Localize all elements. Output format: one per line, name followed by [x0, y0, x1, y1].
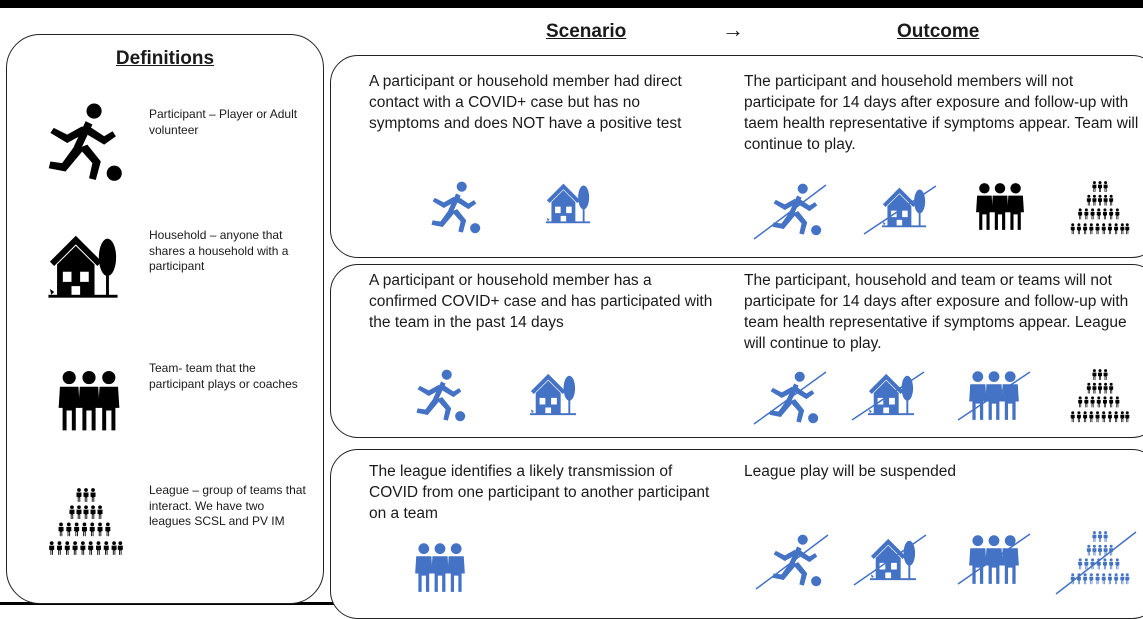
scenario-3-text: The league identifies a likely transmiss… [369, 463, 710, 522]
definition-team-text: Team- team that the participant plays or… [149, 361, 298, 391]
league-icon [1069, 369, 1131, 431]
participant-icon [426, 180, 484, 236]
strike-line [753, 371, 827, 425]
definitions-title: Definitions [115, 48, 215, 69]
team-icon [972, 180, 1028, 232]
arrow-icon: → [722, 17, 744, 42]
outcome-1-text: The participant and household members wi… [744, 73, 1139, 153]
strike-line [853, 534, 927, 586]
outcome-3-text: League play will be suspended [744, 463, 956, 480]
definition-league-text: League – group of teams that interact. W… [149, 483, 306, 529]
scenario-header: Scenario [546, 21, 627, 42]
league-icon [47, 487, 125, 567]
league-icon [1069, 181, 1131, 243]
team-icon [412, 540, 468, 594]
strike-line [957, 371, 1031, 421]
outcome-2-text: The participant, household and team or t… [744, 272, 1129, 352]
strike-line [863, 185, 937, 235]
strike-line [753, 184, 827, 240]
strike-line [755, 534, 829, 590]
definition-participant-text: Participant – Player or Adult volunteer [149, 107, 298, 137]
participant-icon [42, 101, 126, 185]
strike-line [1055, 531, 1137, 595]
outcome-header: Outcome [897, 21, 980, 42]
household-icon [43, 230, 123, 302]
household-icon [540, 180, 596, 226]
strike-line [851, 371, 925, 421]
scenario-1-text: A participant or household member had di… [369, 73, 682, 132]
participant-icon [412, 368, 468, 424]
scenario-box-1 [330, 55, 1143, 258]
definition-household-text: Household – anyone that shares a househo… [149, 228, 289, 274]
strike-line [957, 533, 1031, 585]
household-icon [524, 370, 582, 418]
scenario-2-text: A participant or household member has a … [369, 272, 713, 331]
team-icon [56, 360, 122, 440]
definitions-panel [6, 34, 324, 604]
top-rule [0, 0, 1143, 8]
scenario-box-3 [330, 449, 1143, 619]
